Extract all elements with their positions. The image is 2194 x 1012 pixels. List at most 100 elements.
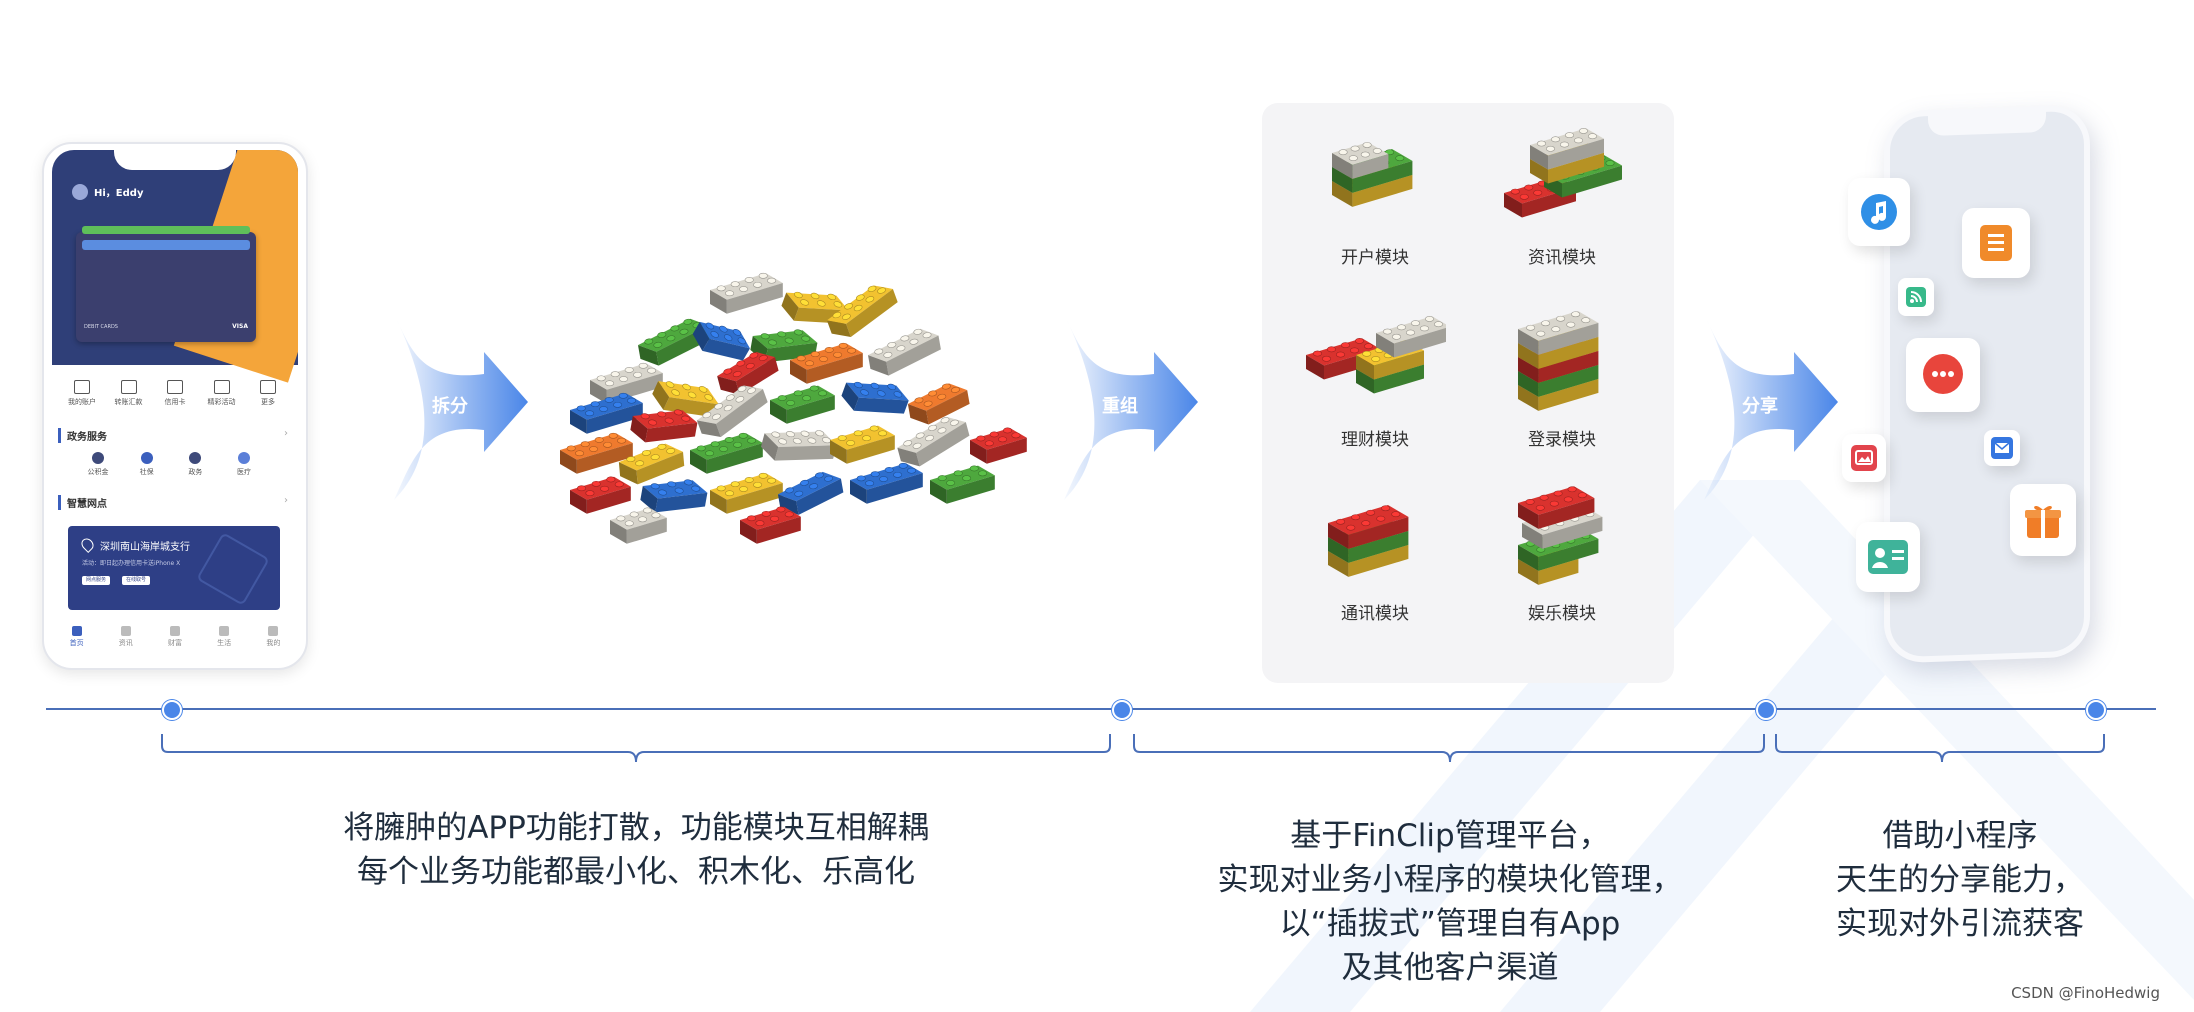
- lego-brick: [930, 465, 995, 504]
- lego-brick: [841, 381, 909, 414]
- affairs-icon: [189, 452, 202, 464]
- tab-wealth[interactable]: 财富: [168, 626, 182, 648]
- split-label: 拆分: [432, 396, 468, 417]
- lego-brick: [760, 430, 837, 461]
- card-stack-green: [82, 226, 250, 234]
- phone-notch: [114, 144, 236, 170]
- app-phone-mockup: Hi，Eddy DEBIT CARDS VISA 我的账户 转账汇款 信用卡 精…: [42, 142, 308, 670]
- lego-brick: [570, 476, 631, 514]
- music-app-tile[interactable]: [1848, 178, 1910, 246]
- branch-queue-button[interactable]: 在线取号: [122, 576, 151, 585]
- lego-stack-icon: [1518, 486, 1603, 585]
- lego-stack-icon: [1518, 311, 1599, 411]
- gov-item-affairs[interactable]: 政务: [173, 452, 217, 477]
- tab-label: 我的: [266, 639, 281, 647]
- caption-line: 借助小程序: [1882, 818, 2038, 854]
- chevron-right-icon[interactable]: ›: [284, 428, 288, 439]
- caption-line: 将臃肿的APP功能打散，功能模块互相解耦: [343, 810, 929, 846]
- tab-home[interactable]: 首页: [70, 626, 84, 648]
- module-label-account: 开户模块: [1341, 248, 1409, 268]
- lego-stack-icon: [1504, 128, 1622, 218]
- lego-brick: [640, 479, 708, 513]
- lego-brick: [717, 352, 779, 395]
- greeting-text: Hi，Eddy: [94, 188, 144, 199]
- document-app-tile[interactable]: [1962, 208, 2030, 278]
- lego-brick: [777, 471, 844, 515]
- quick-action-transfer[interactable]: 转账汇款: [107, 380, 151, 407]
- gov-item-social[interactable]: 社保: [125, 452, 169, 477]
- caption-line: 基于FinClip管理平台，: [1290, 818, 1610, 854]
- timeline-node: [1756, 700, 1776, 720]
- lego-brick: [710, 272, 783, 314]
- fund-icon: [92, 452, 104, 464]
- avatar[interactable]: [72, 184, 88, 200]
- caption-right: 借助小程序 天生的分享能力， 实现对外引流获客: [1780, 814, 2140, 946]
- quick-action-events[interactable]: 精彩活动: [200, 380, 244, 407]
- quick-action-credit-card[interactable]: 信用卡: [153, 380, 197, 407]
- lego-brick: [690, 432, 763, 474]
- chevron-right-icon[interactable]: ›: [284, 495, 288, 506]
- rss-icon: [1906, 287, 1926, 307]
- music-icon: [1861, 194, 1897, 230]
- quick-action-account[interactable]: 我的账户: [60, 380, 104, 407]
- lego-brick: [1518, 486, 1595, 529]
- lego-stack-icon: [1332, 142, 1413, 207]
- module-label-news: 资讯模块: [1528, 248, 1596, 268]
- hexagon-decoration: [196, 532, 270, 606]
- lego-brick: [850, 462, 923, 504]
- gov-item-fund[interactable]: 公积金: [76, 452, 120, 477]
- lego-brick: [826, 285, 898, 338]
- tab-news[interactable]: 资讯: [119, 626, 133, 648]
- branch-service-button[interactable]: 网点服务: [82, 576, 111, 585]
- gov-item-medical[interactable]: 医疗: [222, 452, 266, 477]
- regroup-label: 重组: [1102, 396, 1138, 417]
- arrow-right-icon: [1064, 314, 1198, 500]
- gov-item-label: 医疗: [236, 468, 251, 476]
- branch-card[interactable]: 深圳南山海岸城支行 活动：即日起办理信用卡送iPhone X 网点服务 在线取号: [68, 526, 280, 610]
- bottom-tab-bar: 首页 资讯 财富 生活 我的: [52, 616, 298, 658]
- lego-brick: [610, 507, 667, 544]
- card-stack-blue: [82, 240, 250, 250]
- transfer-icon: [120, 380, 137, 394]
- card-brand-label: VISA: [232, 323, 248, 330]
- lego-brick: [781, 291, 849, 324]
- lego-brick: [830, 425, 895, 464]
- lego-brick: [652, 381, 719, 418]
- arrow-right-icon: [1704, 314, 1838, 500]
- branch-promo: 活动：即日起办理信用卡送iPhone X: [82, 560, 181, 567]
- timeline-node: [1112, 700, 1132, 720]
- image-app-tile[interactable]: [1842, 434, 1886, 482]
- split-arrow: 拆分: [392, 312, 532, 502]
- modules-panel: 开户模块 资讯模块 理财模块 登录模块 通讯模块 娱乐模块: [1262, 103, 1674, 683]
- module-label-comm: 通讯模块: [1341, 604, 1409, 624]
- quick-actions-row: 我的账户 转账汇款 信用卡 精彩活动 更多: [60, 380, 290, 407]
- gift-icon: [213, 380, 230, 394]
- module-label-login: 登录模块: [1528, 430, 1596, 450]
- lego-brick: [560, 432, 633, 474]
- quick-action-more[interactable]: 更多: [246, 380, 290, 407]
- rss-app-tile[interactable]: [1898, 278, 1934, 316]
- watermark: CSDN @FinoHedwig: [2011, 984, 2160, 1002]
- quick-action-label: 精彩活动: [207, 398, 236, 406]
- lego-pile-illustration: [560, 272, 1027, 544]
- mail-app-tile[interactable]: [1984, 430, 2020, 466]
- quick-action-label: 更多: [261, 398, 275, 406]
- card-type-label: DEBIT CARDS: [84, 324, 118, 330]
- timeline-node: [2086, 700, 2106, 720]
- quick-action-label: 我的账户: [68, 398, 96, 406]
- tab-life[interactable]: 生活: [217, 626, 231, 648]
- lego-brick: [630, 409, 698, 443]
- bracket-right: [1775, 734, 2105, 763]
- lego-brick: [1530, 128, 1604, 170]
- contact-app-tile[interactable]: [1856, 522, 1920, 592]
- lego-brick: [1332, 142, 1389, 179]
- bank-card[interactable]: DEBIT CARDS VISA: [76, 226, 256, 342]
- chat-app-tile[interactable]: [1906, 338, 1980, 412]
- tab-mine[interactable]: 我的: [266, 626, 280, 648]
- lego-stack-icon: [1328, 505, 1409, 577]
- gov-item-label: 公积金: [87, 468, 109, 476]
- caption-middle: 基于FinClip管理平台， 实现对业务小程序的模块化管理， 以“插拔式”管理自…: [1160, 814, 1740, 990]
- credit-card-icon: [167, 380, 183, 394]
- gift-app-tile[interactable]: [2010, 484, 2076, 556]
- lego-brick: [867, 328, 941, 376]
